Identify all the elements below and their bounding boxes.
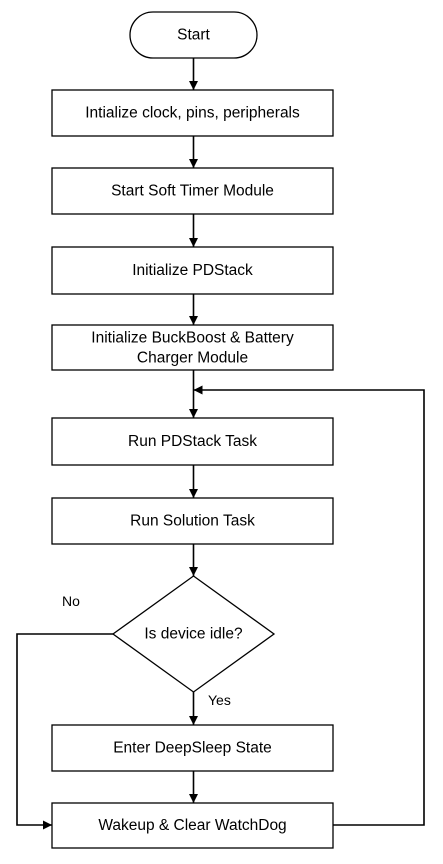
step-init-clock: Intialize clock, pins, peripherals	[51, 89, 334, 137]
step-run-solution: Run Solution Task	[51, 497, 334, 545]
step-init-pdstack: Initialize PDStack	[51, 246, 334, 295]
step-init-buckboost-label-line1: Initialize BuckBoost & Battery	[91, 330, 294, 347]
step-init-buckboost: Initialize BuckBoost & Battery Charger M…	[51, 324, 334, 371]
step-soft-timer: Start Soft Timer Module	[51, 167, 334, 215]
decision-label: Is device idle?	[144, 626, 243, 643]
step-deepsleep: Enter DeepSleep State	[51, 724, 334, 772]
start-terminator: Start	[129, 11, 258, 59]
arrow-decision-no	[16, 633, 113, 830]
step-run-solution-label: Run Solution Task	[130, 513, 255, 530]
step-init-buckboost-label-line2: Charger Module	[137, 350, 248, 367]
step-run-pdstack-label: Run PDStack Task	[128, 433, 257, 450]
yes-label: Yes	[208, 692, 231, 708]
step-init-pdstack-label: Initialize PDStack	[132, 262, 253, 279]
step-run-pdstack: Run PDStack Task	[51, 417, 334, 466]
step-wakeup-label: Wakeup & Clear WatchDog	[98, 817, 286, 834]
decision-device-idle: Is device idle?	[111, 575, 276, 693]
no-label: No	[62, 593, 80, 609]
step-wakeup: Wakeup & Clear WatchDog	[51, 802, 334, 849]
step-soft-timer-label: Start Soft Timer Module	[111, 183, 274, 200]
step-init-clock-label: Intialize clock, pins, peripherals	[85, 105, 300, 122]
start-label: Start	[177, 27, 210, 44]
arrow-loop-back	[193, 385, 425, 826]
step-deepsleep-label: Enter DeepSleep State	[113, 740, 272, 757]
